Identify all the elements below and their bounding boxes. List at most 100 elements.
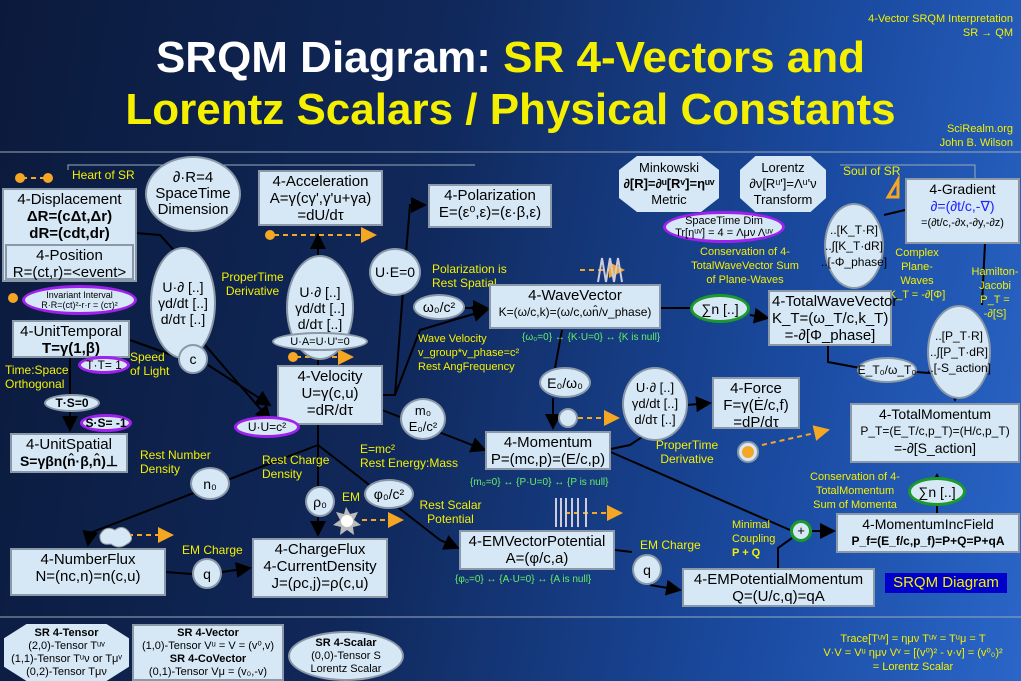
heart-label: Heart of SR (72, 168, 135, 182)
q-ellipse-2: q (632, 554, 662, 585)
legend-text: (1,0)-Tensor Vᵘ = V = (v⁰,v) (141, 640, 275, 652)
box-title: 4-NumberFlux (40, 551, 136, 568)
speed-label: Speed of Light (130, 350, 170, 378)
propertime-label-2: ProperTime Derivative (655, 438, 719, 466)
star-icon (333, 507, 361, 535)
box-formula: K=(ω/c,k)=(ω/c,ωn̂/v_phase) (498, 305, 652, 319)
wave-icon (597, 257, 623, 283)
rest-angfreq-text: Rest AngFrequency (418, 361, 515, 373)
orthogonal-label: Time:Space Orthogonal (5, 363, 69, 391)
octagon-text: Lorentz (761, 160, 805, 175)
a-null-condition: {φ₀=0} ↔ {A·U=0} ↔ {A is null} (455, 574, 592, 585)
sum-wave-ellipse: ∑n [..] (690, 294, 750, 323)
ellipse-text: γd/dt [..] (295, 299, 345, 316)
legend-text: (0,0)-Tensor S (311, 649, 381, 662)
wave-velocity-text: Wave Velocity (418, 333, 487, 345)
tensor-legend: SR 4-Tensor(2,0)-Tensor Tᵘᵛ(1,1)-Tensor … (4, 624, 129, 681)
octagon-text: ∂[R]=∂ᵘ[Rᵛ]=ηᵘᵛ (623, 176, 715, 191)
ellipse-text: R·R=(ct)²-r·r = (cτ)² (41, 300, 118, 310)
vector-legend: SR 4-Vector(1,0)-Tensor Vᵘ = V = (v⁰,v)S… (132, 624, 284, 681)
plus-icon: + (790, 520, 812, 542)
kt-integral-ellipse: ..[K_T·R]..∫[K_T·dR]..[-Φ_phase] (821, 203, 887, 289)
octagon-text: Metric (651, 192, 687, 207)
ellipse-text: SpaceTime (155, 185, 231, 202)
box-formula: E=(ε⁰,ε)=(ε·β,ε) (438, 204, 542, 221)
sr-qm-label: SR → QM (962, 27, 1013, 39)
box-title: 4-EMVectorPotential (468, 533, 606, 550)
box-title: 4-Force (730, 380, 782, 397)
ellipse-text: ..[-S_action] (926, 361, 992, 375)
legend-heading: SR 4-Scalar (315, 636, 377, 649)
legend-text: (0,1)-Tensor Vμ = (v₀,-v) (148, 666, 268, 678)
ellipse-text: m₀ (414, 403, 432, 418)
site-label: SciRealm.org (946, 123, 1013, 135)
ss-ellipse: S·S= -1 (80, 414, 132, 432)
box-title: 4-TotalWaveVector (772, 293, 898, 310)
conservation-k-label: Conservation of 4-TotalWaveVector Sum of… (691, 246, 799, 286)
k-null-condition: {ω₀=0} ↔ {K·U=0} ↔ {K is null} (522, 332, 661, 343)
box-formula: =-∂[Φ_phase] (784, 327, 876, 344)
box-formula: =dR/dτ (306, 402, 354, 419)
phi0-ellipse: φ₀/c² (364, 479, 414, 509)
box-formula: ∂=(∂t/c,-∇) (930, 198, 995, 214)
ellipse-text: U·∂ [..] (162, 279, 204, 295)
box-title: 4-Gradient (929, 181, 996, 197)
rest-scalar-label: Rest Scalar Potential (419, 498, 482, 526)
ellipse-text: ..∫[P_T·dR] (930, 345, 988, 359)
complex-text: Complex Plane-Waves (895, 247, 939, 287)
box-title: 4-Position (36, 247, 103, 264)
gradient-box[interactable]: 4-Gradient∂=(∂t/c,-∇)=(∂t/c,-∂x,-∂y,-∂z) (905, 178, 1020, 244)
box-formula: A=(φ/c,a) (505, 550, 569, 567)
propertime-label: ProperTime Derivative (221, 270, 284, 298)
polarization-label: Polarization is Rest Spatial (432, 262, 507, 290)
box-formula: ΔR=(cΔt,Δr) (26, 208, 113, 225)
rest-energy-text: Rest Energy:Mass (360, 456, 459, 470)
ellipse-text: ∂·R=4 (172, 169, 214, 186)
trace-text: V·V = Vᵘ ημν Vᵛ = [(v⁰)² - v·v] = (v⁰₀)² (823, 647, 1003, 659)
ellipse-text: γd/dt [..] (631, 396, 679, 411)
box-title: 4-WaveVector (528, 287, 622, 304)
box-title: 4-Polarization (444, 187, 536, 204)
derivative-ellipse: U·∂ [..]γd/dt [..]d/dτ [..] (150, 247, 216, 359)
box-title: 4-MomentumIncField (862, 516, 994, 532)
sum-momentum-ellipse: ∑n [..] (908, 477, 966, 506)
box-formula: dR=(cdt,dr) (29, 225, 110, 242)
octagon-text: Transform (753, 192, 813, 207)
ellipse-text: Invariant Interval (46, 290, 113, 300)
ua-ellipse: U·A=U·U'=0 (272, 332, 368, 351)
hj-text: Hamilton-Jacobi (971, 266, 1019, 292)
ellipse-text: U·∂ [..] (299, 283, 341, 300)
box-title: 4-UnitSpatial (26, 436, 112, 453)
uu-ellipse: U·U=c² (234, 416, 300, 438)
box-title: 4-Displacement (17, 191, 122, 208)
em-label: EM (342, 490, 360, 504)
ellipse-text: γd/dt [..] (158, 295, 208, 311)
ellipse-text: SpaceTime Dim (685, 215, 763, 227)
soul-label: Soul of SR (843, 164, 901, 178)
box-title: 4-ChargeFlux (274, 541, 366, 558)
box-title: 4-TotalMomentum (878, 406, 992, 422)
ellipse-text: d/dτ [..] (297, 315, 343, 332)
em-charge-label: EM Charge (182, 543, 243, 557)
author-label: John B. Wilson (939, 137, 1013, 149)
box-formula: S=γβn(n̂·β,n̂)⊥ (19, 453, 119, 469)
